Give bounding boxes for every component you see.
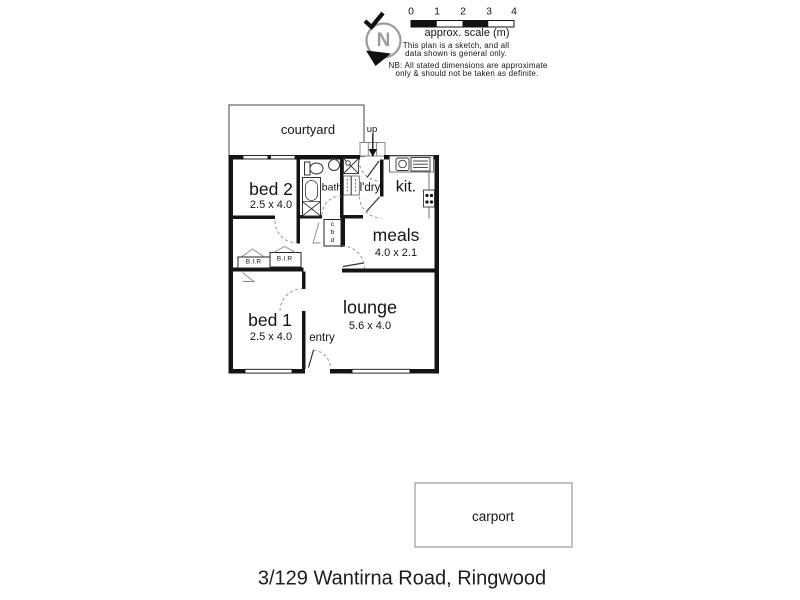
- stairs-up-arrow-icon: [359, 133, 386, 157]
- room-label-kitchen: kit.: [395, 178, 417, 196]
- scale-tick-3: 3: [486, 5, 492, 18]
- carport-label: carport: [471, 508, 515, 524]
- room-label-lounge: lounge: [342, 297, 398, 318]
- door-swing-arc-icons: [274, 159, 382, 368]
- room-label-meals: meals: [372, 224, 420, 245]
- room-label-entry: entry: [309, 331, 335, 344]
- robe1-label: B.I.R: [245, 258, 262, 266]
- sketch-note-line1: This plan is a sketch, and all: [402, 40, 510, 50]
- scale-caption: approx. scale (m): [424, 27, 510, 40]
- up-label: up: [366, 123, 378, 135]
- nb-note-line1: NB: All stated dimensions are approximat…: [388, 60, 548, 70]
- kitchen-sink-icon: [395, 157, 431, 172]
- room-label-laundry: l'dry: [359, 181, 381, 194]
- room-label-bath: bath: [321, 181, 343, 194]
- north-compass-icon: [363, 11, 402, 66]
- washing-machine-icon: [343, 175, 360, 196]
- scale-tick-1: 1: [434, 5, 440, 18]
- bathtub-shower-icon: [302, 177, 321, 217]
- nb-note-line2: only & should not be taken as definite.: [395, 68, 539, 78]
- cooktop-icon: [423, 189, 435, 208]
- laundry-trough-icon: [343, 158, 359, 174]
- carport-outline: [414, 482, 573, 548]
- room-label-bed2: bed 2: [249, 178, 293, 199]
- page-title: 3/129 Wantirna Road, Ringwood: [257, 567, 547, 589]
- courtyard-outline: [228, 104, 365, 158]
- room-dims-lounge: 5.6 x 4.0: [348, 319, 392, 332]
- compass-n-letter: N: [376, 30, 391, 52]
- robe2-label: B.I.R: [276, 255, 293, 263]
- sketch-note-line2: data shown is general only.: [405, 48, 507, 58]
- wardrobe-door-chevron-icons: [241, 222, 321, 282]
- scale-bar-icon: [410, 20, 515, 28]
- courtyard-label: courtyard: [280, 122, 336, 138]
- room-dims-bed2: 2.5 x 4.0: [249, 199, 293, 212]
- room-dims-bed1: 2.5 x 4.0: [249, 330, 293, 343]
- cupboard-label: c b d: [330, 220, 335, 245]
- scale-tick-4: 4: [511, 5, 517, 18]
- room-label-bed1: bed 1: [248, 309, 292, 330]
- interior-walls: [228, 159, 439, 369]
- scale-tick-0: 0: [408, 5, 414, 18]
- room-dims-meals: 4.0 x 2.1: [374, 247, 418, 260]
- basin-icon: [328, 158, 340, 171]
- robe-cupboard-boxes: [237, 219, 342, 269]
- door-leaf-lines: [307, 160, 380, 368]
- exterior-walls: [228, 155, 439, 374]
- scale-tick-2: 2: [460, 5, 466, 18]
- toilet-icon: [304, 161, 324, 176]
